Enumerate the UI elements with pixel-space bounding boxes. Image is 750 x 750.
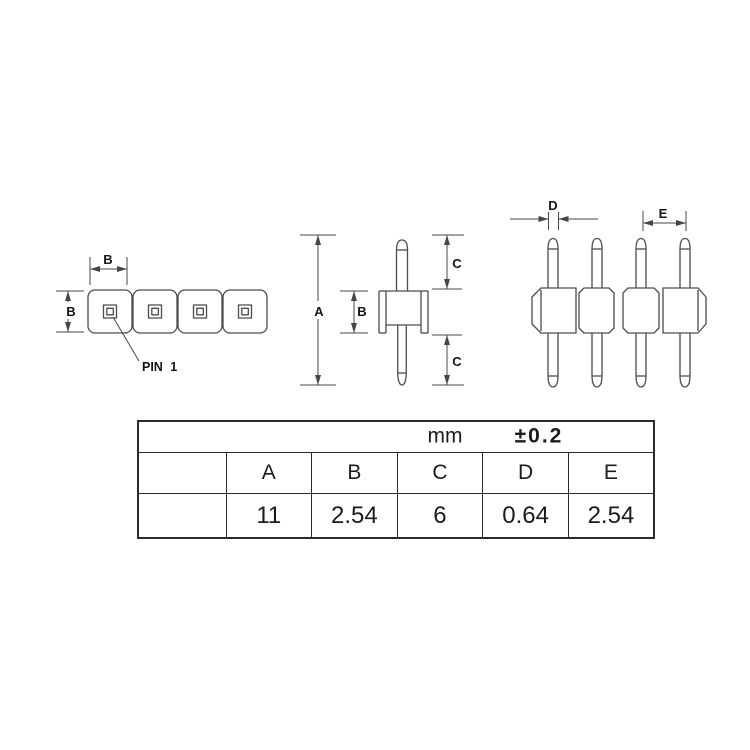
dim-pitch-top: B (89, 252, 128, 285)
side-view-pin-bottom (397, 325, 407, 386)
dim-body-height: B (340, 290, 369, 334)
table-value-row: 11 2.54 6 0.64 2.54 (137, 493, 655, 539)
side-view-pin-top (395, 239, 409, 291)
top-view: B B PIN 1 (56, 252, 268, 374)
dim-label-b-top: B (103, 252, 112, 267)
front-view-pins-top (547, 237, 691, 288)
dim-height-left: B (56, 290, 84, 333)
top-view-body-2 (132, 289, 178, 334)
col-header-e: E (567, 452, 655, 494)
col-header-b: B (311, 452, 398, 494)
unit-cell: mm ±0.2 (137, 420, 655, 453)
row-label-cell (137, 493, 227, 539)
value-a: 11 (225, 493, 313, 539)
front-view-pins-bottom (547, 333, 691, 388)
side-view: A B C C (300, 234, 464, 386)
dim-label-e: E (659, 206, 668, 221)
top-view-body-3 (177, 289, 223, 334)
col-header-d: D (482, 452, 569, 494)
tolerance-label: ±0.2 (514, 424, 564, 448)
value-b: 2.54 (311, 493, 398, 539)
col-header-a: A (225, 452, 313, 494)
dim-label-b-side: B (357, 304, 366, 319)
top-view-body-4 (222, 289, 268, 334)
table-unit-row: mm ±0.2 (137, 420, 655, 453)
dim-pin-width: D (510, 198, 598, 230)
top-view-body-1 (87, 289, 133, 334)
table-header-row: A B C D E (137, 452, 655, 494)
dim-pin-top-length: C (432, 234, 464, 290)
dim-label-c-bottom: C (452, 354, 462, 369)
pin1-label: PIN 1 (142, 360, 177, 374)
dim-pin-bottom-length: C (432, 334, 464, 386)
top-view-pin-squares (102, 304, 253, 319)
col-header-c: C (396, 452, 484, 494)
unit-label: mm (427, 424, 463, 448)
dim-label-d: D (548, 198, 557, 213)
dim-label-c-top: C (452, 256, 462, 271)
dim-pitch-front: E (642, 206, 687, 231)
side-view-body (378, 290, 429, 334)
pin-header-drawing: B B PIN 1 (56, 198, 707, 388)
front-view: D E (510, 198, 707, 388)
dimension-table: mm ±0.2 A B C D E 11 2.54 6 0.64 2.54 (137, 420, 655, 539)
value-e: 2.54 (567, 493, 655, 539)
dim-total-height: A (300, 234, 336, 386)
front-view-bodies (531, 287, 707, 334)
value-d: 0.64 (482, 493, 569, 539)
dim-label-a: A (314, 304, 324, 319)
pin1-callout: PIN 1 (112, 316, 177, 374)
row-label-cell (137, 452, 227, 494)
value-c: 6 (396, 493, 484, 539)
dim-label-b-left: B (66, 304, 75, 319)
